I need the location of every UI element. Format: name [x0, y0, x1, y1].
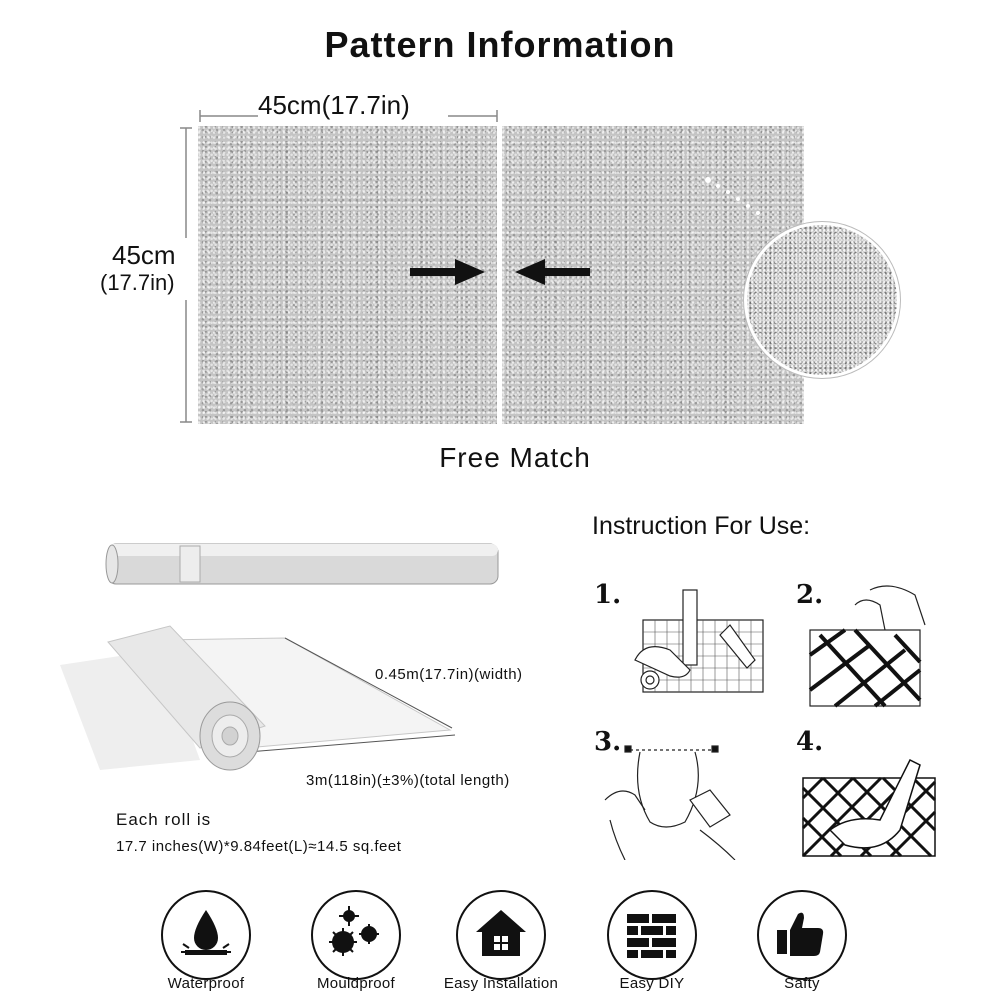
open-roll-image [107, 625, 266, 771]
dimension-lines [180, 110, 498, 423]
step-3-number: 3. [594, 727, 622, 757]
roll-width-label: 0.45m(17.7in)(width) [375, 666, 523, 683]
feature-label-easy-installation: Easy Installation [443, 975, 559, 992]
step-4-illustration [801, 758, 937, 858]
arrow-left-icon [515, 259, 590, 285]
waterproof-icon [161, 890, 251, 980]
safety-icon [757, 890, 847, 980]
zoom-pointer-dots [705, 177, 760, 215]
pattern-match-label: Free Match [439, 442, 591, 473]
feature-label-safty: Safty [784, 975, 820, 992]
closed-roll-image [105, 543, 499, 585]
step-1-number: 1. [594, 580, 622, 610]
roll-length-label: 3m(118in)(±3%)(total length) [306, 772, 510, 789]
mouldproof-icon [311, 890, 401, 980]
feature-label-easy-diy: Easy DIY [619, 975, 685, 992]
height-dimension-label-cm: 45cm [112, 240, 176, 270]
feature-label-waterproof: Waterproof [167, 975, 245, 992]
each-roll-title: Each roll is [116, 810, 212, 829]
height-dimension-label-in: (17.7in) [100, 270, 175, 295]
width-dimension-label: 45cm(17.7in) [258, 90, 410, 120]
easy-installation-icon [456, 890, 546, 980]
easy-diy-icon [607, 890, 697, 980]
step-2-number: 2. [796, 580, 824, 610]
step-2-illustration [808, 585, 926, 708]
step-1-illustration [634, 589, 764, 693]
instruction-title: Instruction For Use: [592, 512, 811, 540]
match-arrows [410, 259, 590, 285]
page-title: Pattern Information [324, 24, 676, 65]
each-roll-detail: 17.7 inches(W)*9.84feet(L)≈14.5 sq.feet [116, 838, 402, 855]
step-3-illustration [604, 745, 736, 860]
texture-zoom-circle [744, 222, 900, 378]
roll-illustration [60, 543, 499, 771]
feature-label-mouldproof: Mouldproof [316, 975, 396, 992]
arrow-right-icon [410, 259, 485, 285]
step-4-number: 4. [796, 727, 824, 757]
